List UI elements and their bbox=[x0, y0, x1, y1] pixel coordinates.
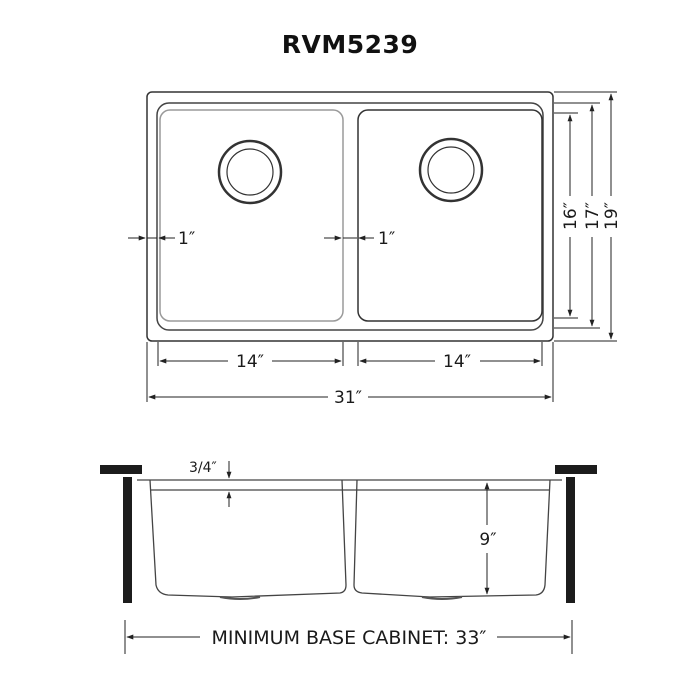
sink-outer-flange bbox=[146, 91, 554, 342]
label-overall-width: 31″ bbox=[334, 388, 362, 408]
right-bowl bbox=[357, 109, 543, 322]
label-rim-thickness: 3/4″ bbox=[189, 460, 217, 476]
dimension-left-bowl-width: 14″ bbox=[157, 342, 344, 372]
left-countertop bbox=[100, 465, 142, 474]
dimension-bowl-depth: 16″ bbox=[554, 112, 581, 319]
label-overall-depth: 19″ bbox=[602, 202, 622, 230]
label-left-margin: 1″ bbox=[178, 229, 195, 249]
side-view: 3/4″ 9″ MINIMUM BASE CABINET: 33″ bbox=[100, 460, 597, 654]
label-divider-margin: 1″ bbox=[378, 229, 395, 249]
left-cabinet-wall bbox=[123, 477, 132, 603]
right-cabinet-wall bbox=[566, 477, 575, 603]
left-drain-icon bbox=[217, 139, 283, 205]
dimension-divider-margin: 1″ bbox=[324, 229, 395, 249]
label-min-base-cabinet: MINIMUM BASE CABINET: 33″ bbox=[211, 627, 486, 649]
right-bowl-profile bbox=[353, 479, 551, 598]
label-inner-depth: 17″ bbox=[583, 202, 603, 230]
right-drain-icon bbox=[418, 137, 484, 203]
model-title: RVM5239 bbox=[281, 30, 419, 59]
label-bowl-height: 9″ bbox=[479, 530, 496, 550]
label-left-bowl-width: 14″ bbox=[236, 352, 264, 372]
label-bowl-depth: 16″ bbox=[561, 202, 581, 230]
sink-inner-rim bbox=[156, 102, 544, 331]
dimension-rim-thickness: 3/4″ bbox=[189, 460, 232, 507]
dimension-right-bowl-width: 14″ bbox=[357, 342, 543, 372]
dimension-overall-width: 31″ bbox=[146, 342, 554, 408]
dimension-overall-depth: 19″ bbox=[554, 91, 622, 342]
top-view: 1″ 1″ 14″ 14″ 31″ bbox=[128, 91, 622, 408]
label-right-bowl-width: 14″ bbox=[443, 352, 471, 372]
right-countertop bbox=[555, 465, 597, 474]
left-bowl bbox=[159, 109, 344, 322]
left-bowl-profile bbox=[149, 479, 347, 598]
dimension-inner-depth: 17″ bbox=[554, 102, 603, 329]
dimension-left-margin: 1″ bbox=[128, 229, 195, 249]
dimension-bowl-height: 9″ bbox=[479, 482, 497, 595]
dimension-min-base-cabinet: MINIMUM BASE CABINET: 33″ bbox=[124, 620, 573, 654]
